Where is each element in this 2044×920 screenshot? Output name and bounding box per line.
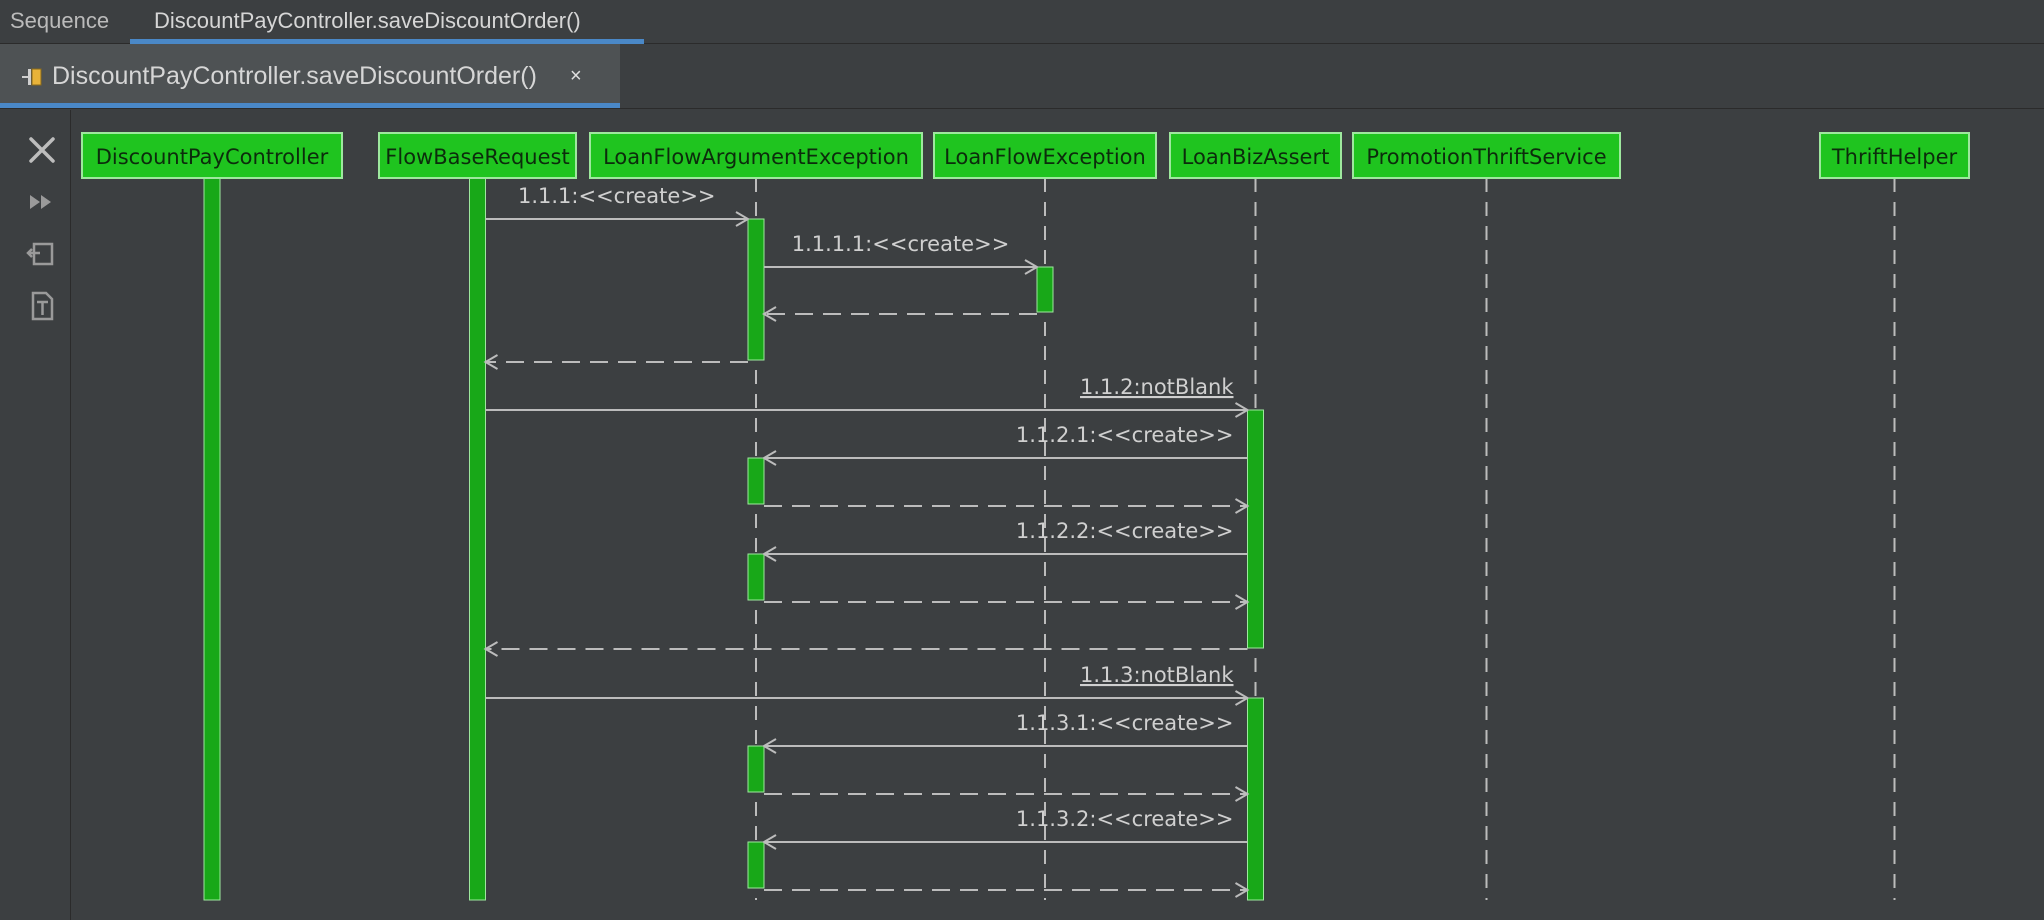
participant-box-thrift-helper <box>1819 132 1970 179</box>
close-icon[interactable] <box>22 130 62 170</box>
arrowhead <box>762 306 777 322</box>
message-label: 1.1.2.1:<<create>> <box>1016 423 1234 447</box>
arrowhead <box>762 834 777 850</box>
participant-box-loan-flow-argument-exception <box>589 132 923 179</box>
arrowhead <box>1234 594 1250 610</box>
arrowhead <box>1024 259 1039 275</box>
editor-tab-active-indicator <box>0 103 620 108</box>
arrowhead <box>483 354 499 370</box>
lifeline-bar-discount-pay-controller <box>203 177 221 901</box>
arrowhead <box>762 546 777 562</box>
lifeline-bar-flow-base-request <box>469 177 486 901</box>
arrowhead <box>735 211 750 227</box>
activation-bar <box>747 218 765 361</box>
participant-label-discount-pay-controller: DiscountPayController <box>96 145 329 169</box>
arrowhead <box>483 641 499 657</box>
activation-bar <box>747 457 765 505</box>
tab-sequence[interactable]: Sequence <box>10 8 110 33</box>
fast-forward-icon[interactable] <box>22 182 62 222</box>
arrowhead <box>762 450 777 466</box>
editor-tab-label: DiscountPayController.saveDiscountOrder(… <box>52 62 537 90</box>
message-label: 1.1.3:notBlank <box>1080 663 1234 687</box>
participant-label-loan-biz-assert: LoanBizAssert <box>1182 145 1330 169</box>
activation-bar <box>1247 697 1264 901</box>
activation-bar <box>1036 266 1054 313</box>
tool-window-tabbar: Sequence DiscountPayController.saveDisco… <box>0 0 2044 44</box>
participant-box-promotion-thrift-service <box>1352 132 1621 179</box>
message-label: 1.1.2:notBlank <box>1080 375 1234 399</box>
arrowhead <box>1234 402 1250 418</box>
participant-label-promotion-thrift-service: PromotionThriftService <box>1366 145 1606 169</box>
class-icon <box>22 68 42 86</box>
participant-label-flow-base-request: FlowBaseRequest <box>385 145 569 169</box>
participant-box-discount-pay-controller <box>81 132 343 179</box>
sequence-diagram: DiscountPayController FlowBaseRequest Loan… <box>72 122 2044 920</box>
message-label: 1.1.3.2:<<create>> <box>1016 807 1234 831</box>
export-icon[interactable] <box>22 234 62 274</box>
message-label: 1.1.2.2:<<create>> <box>1016 519 1234 543</box>
tab-diagram-label: DiscountPayController.saveDiscountOrder(… <box>154 8 581 33</box>
tab-diagram[interactable]: DiscountPayController.saveDiscountOrder(… <box>130 0 644 44</box>
message-label: 1.1.1.1:<<create>> <box>792 232 1010 256</box>
editor-tabbar: DiscountPayController.saveDiscountOrder(… <box>0 44 2044 109</box>
arrowhead <box>1234 690 1250 706</box>
close-tab-icon[interactable]: × <box>570 65 582 87</box>
participant-label-loan-flow-exception: LoanFlowException <box>944 145 1146 169</box>
tab-active-indicator <box>130 39 644 44</box>
message-label: 1.1.3.1:<<create>> <box>1016 711 1234 735</box>
editor-tab[interactable]: DiscountPayController.saveDiscountOrder(… <box>0 44 620 108</box>
arrowhead <box>762 738 777 754</box>
text-icon[interactable] <box>22 286 62 326</box>
arrowhead <box>1234 786 1250 802</box>
activation-bar <box>747 745 765 793</box>
activation-bar <box>1247 409 1264 649</box>
participant-box-loan-biz-assert <box>1169 132 1342 179</box>
arrowhead <box>1234 498 1250 514</box>
participant-label-thrift-helper: ThriftHelper <box>1831 145 1958 169</box>
arrowhead <box>1234 882 1250 898</box>
message-label: 1.1.1:<<create>> <box>518 184 716 208</box>
participant-box-loan-flow-exception <box>933 132 1157 179</box>
participant-box-flow-base-request <box>378 132 577 179</box>
diagram-toolbar <box>0 110 71 920</box>
activation-bar <box>747 841 765 889</box>
activation-bar <box>747 553 765 601</box>
participant-label-loan-flow-argument-exception: LoanFlowArgumentException <box>603 145 909 169</box>
